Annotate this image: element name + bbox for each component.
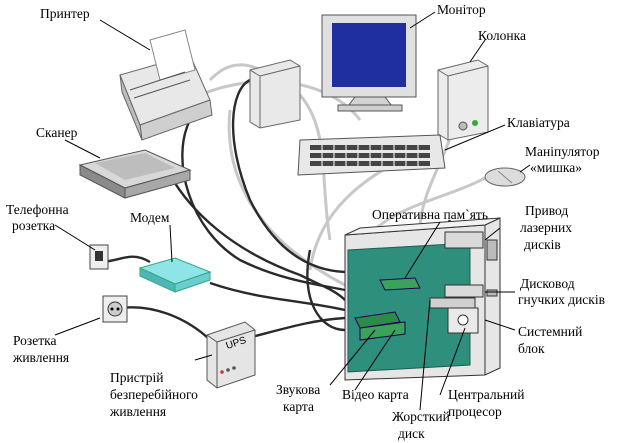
label-cdrom-line1: Привод: [525, 203, 569, 218]
label-power-socket-line1: Розетка: [13, 333, 57, 348]
monitor-icon: [321, 14, 417, 112]
label-cdrom-line3: дисків: [524, 237, 561, 252]
keyboard-icon: [297, 134, 446, 176]
phone-socket-icon: [89, 244, 109, 270]
modem-icon: [138, 257, 212, 293]
label-system-unit-line2: блок: [518, 341, 545, 356]
label-phone-socket-line1: Телефонна: [6, 202, 69, 217]
label-ups-line3: живлення: [110, 404, 167, 419]
label-monitor: Монітор: [437, 2, 486, 17]
label-mouse-line1: Маніпулятор: [525, 144, 600, 159]
scanner-icon: [78, 149, 192, 199]
label-floppy-line2: гнучких дисків: [518, 292, 605, 307]
label-floppy-line1: Дисковод: [520, 276, 575, 291]
system-unit-icon: [344, 217, 501, 381]
pointer-lines: [329, 221, 516, 411]
label-ram: Оперативна пам`ять: [372, 207, 488, 222]
label-video-card: Відео карта: [342, 387, 409, 402]
mouse-icon: [484, 167, 526, 187]
label-phone-socket-line2: розетка: [12, 218, 56, 233]
label-hdd-line1: Жорсткий: [392, 409, 450, 424]
label-speaker: Колонка: [478, 28, 526, 43]
label-cpu-line1: Центральний: [448, 387, 525, 402]
label-sound-card-line1: Звукова: [276, 382, 321, 397]
label-mouse-line2: «мишка»: [530, 160, 583, 175]
label-ups-line2: безперебійного: [110, 387, 198, 402]
label-hdd-line2: диск: [398, 426, 425, 441]
label-scanner: Сканер: [36, 125, 78, 140]
ups-icon: [206, 321, 256, 389]
label-cpu-line2: процесор: [448, 404, 502, 419]
label-ups-line1: Пристрій: [110, 370, 164, 385]
label-modem: Модем: [130, 210, 170, 225]
power-socket-icon: [102, 295, 128, 323]
label-sound-card-line2: карта: [283, 399, 314, 414]
label-cdrom-line2: лазерних: [520, 220, 573, 235]
printer-icon: [119, 29, 213, 141]
speaker-icon: [437, 59, 489, 141]
label-printer: Принтер: [40, 6, 90, 21]
label-power-socket-line2: живлення: [13, 350, 70, 365]
speaker-left-icon: [249, 59, 301, 129]
label-keyboard: Клавіатура: [507, 115, 570, 130]
label-system-unit-line1: Системний: [518, 324, 583, 339]
